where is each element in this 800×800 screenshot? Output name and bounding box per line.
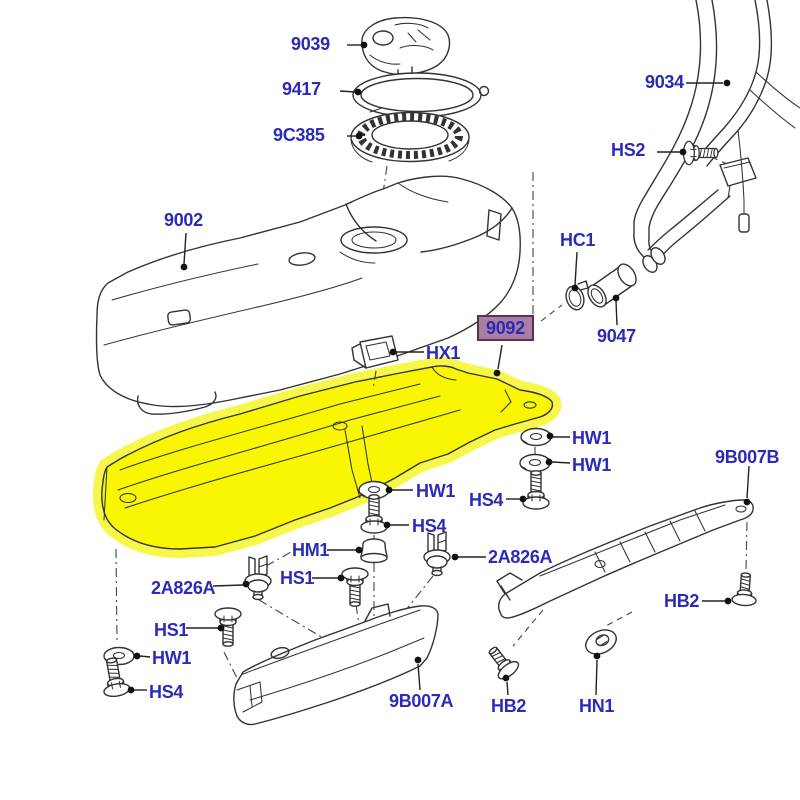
part-label-hm1[interactable]: HM1 (292, 540, 330, 560)
part-label-hw1-center[interactable]: HW1 (416, 481, 456, 501)
part-label-hw1-left[interactable]: HW1 (152, 648, 192, 668)
part-label-9417[interactable]: 9417 (282, 79, 321, 99)
seal-ring (352, 72, 490, 118)
part-label-hs1-center[interactable]: HS1 (280, 568, 315, 588)
clip-2a826a-right (423, 531, 451, 577)
leader-lines (127, 41, 751, 696)
part-label-9034[interactable]: 9034 (645, 72, 684, 92)
bracket-hx1 (351, 335, 399, 391)
bolt-hs1-center (341, 567, 369, 607)
shield-9b007b (496, 499, 754, 619)
part-label-hw1-right-2[interactable]: HW1 (572, 455, 612, 475)
part-label-9b007b[interactable]: 9B007B (715, 447, 780, 467)
lock-ring (350, 111, 470, 163)
nut-hm1 (360, 538, 388, 564)
bolt-hs4-right (522, 470, 550, 510)
filler-hose (587, 263, 637, 308)
washer-hw1-right-1 (520, 427, 552, 447)
part-label-9047[interactable]: 9047 (597, 326, 636, 346)
part-label-hx1[interactable]: HX1 (426, 343, 461, 363)
part-label-hs1-left[interactable]: HS1 (154, 620, 189, 640)
part-label-hs4-right[interactable]: HS4 (469, 490, 504, 510)
skid-plate-highlighted[interactable] (92, 356, 562, 559)
hose-clamp (565, 280, 589, 311)
part-label-hb2-right[interactable]: HB2 (664, 591, 700, 611)
shield-9b007a (233, 603, 439, 726)
part-label-hs4-left[interactable]: HS4 (149, 682, 184, 702)
part-label-hb2-bottom[interactable]: HB2 (491, 696, 527, 716)
fuel-pump-module (361, 16, 451, 79)
part-label-hs2[interactable]: HS2 (611, 140, 646, 160)
part-label-hn1[interactable]: HN1 (579, 696, 615, 716)
part-label-hw1-right-1[interactable]: HW1 (572, 428, 612, 448)
bolt-hs2 (682, 140, 719, 166)
part-label-9b007a[interactable]: 9B007A (389, 691, 454, 711)
fuel-tank (95, 175, 521, 415)
bolt-hb2-right (731, 571, 759, 608)
bolt-hb2-bottom (481, 640, 522, 683)
part-label-2a826a-right[interactable]: 2A826A (488, 547, 553, 567)
part-label-9002[interactable]: 9002 (164, 210, 203, 230)
part-label-hc1[interactable]: HC1 (560, 230, 596, 250)
part-label-hs4-center[interactable]: HS4 (412, 516, 447, 536)
part-label-9039[interactable]: 9039 (291, 34, 330, 54)
nut-hn1 (585, 629, 617, 655)
filler-pipe (633, 0, 800, 273)
part-label-2a826a-left[interactable]: 2A826A (151, 578, 216, 598)
washer-hw1-right-2 (519, 453, 551, 473)
part-label-9c385[interactable]: 9C385 (273, 125, 325, 145)
part-label-9092-selected[interactable]: 9092 (477, 315, 534, 341)
clip-2a826a-left (244, 555, 272, 601)
